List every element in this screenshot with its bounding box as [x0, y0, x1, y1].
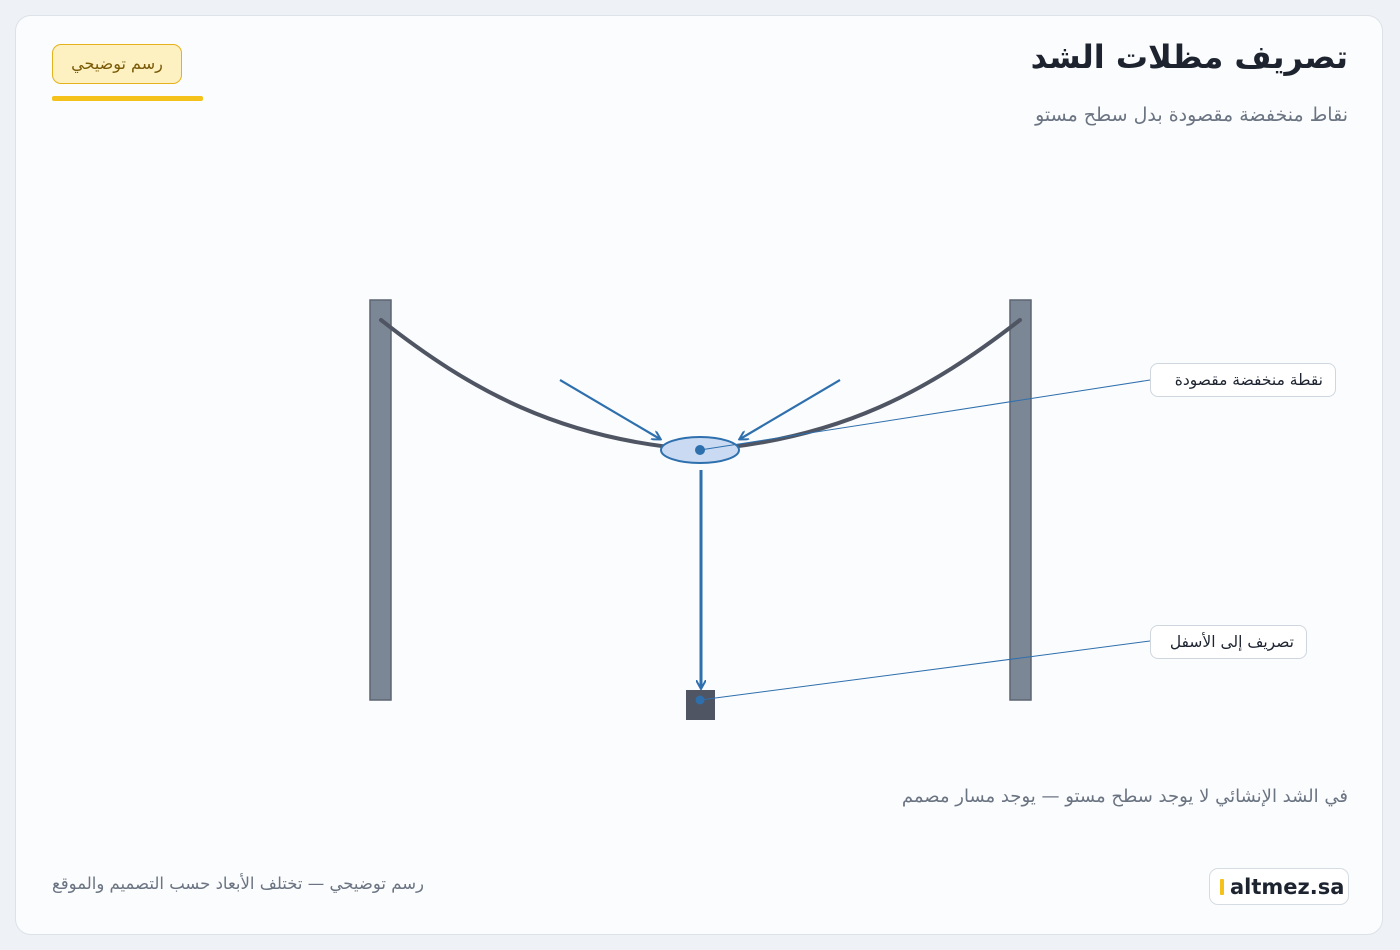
brand-accent-bar: [1220, 879, 1224, 895]
leader-line-low-point: [699, 379, 1151, 451]
diagram-card: [15, 15, 1383, 935]
brand-name: altmez.sa: [1230, 875, 1345, 899]
illustration-badge: رسم توضيحي: [52, 44, 182, 84]
drain-outlet: [686, 690, 715, 720]
right-post: [1009, 299, 1032, 701]
flow-arrow-left: [559, 379, 660, 439]
flow-arrow-right: [740, 379, 841, 439]
badge-underline: [52, 96, 203, 101]
leader-line-drain: [699, 640, 1151, 701]
brand-logo[interactable]: altmez.sa: [1209, 868, 1349, 905]
page-subtitle: نقاط منخفضة مقصودة بدل سطح مستو: [1035, 104, 1348, 126]
callout-drain-down: تصريف إلى الأسفل: [1150, 625, 1307, 659]
callout-low-point: نقطة منخفضة مقصودة: [1150, 363, 1336, 397]
left-post: [369, 299, 392, 701]
footer-disclaimer: رسم توضيحي — تختلف الأبعاد حسب التصميم و…: [52, 874, 425, 893]
design-note: في الشد الإنشائي لا يوجد سطح مستو — يوجد…: [901, 786, 1348, 807]
page-title: تصريف مظلات الشد: [1030, 38, 1348, 76]
membrane-curve: [379, 318, 1022, 453]
